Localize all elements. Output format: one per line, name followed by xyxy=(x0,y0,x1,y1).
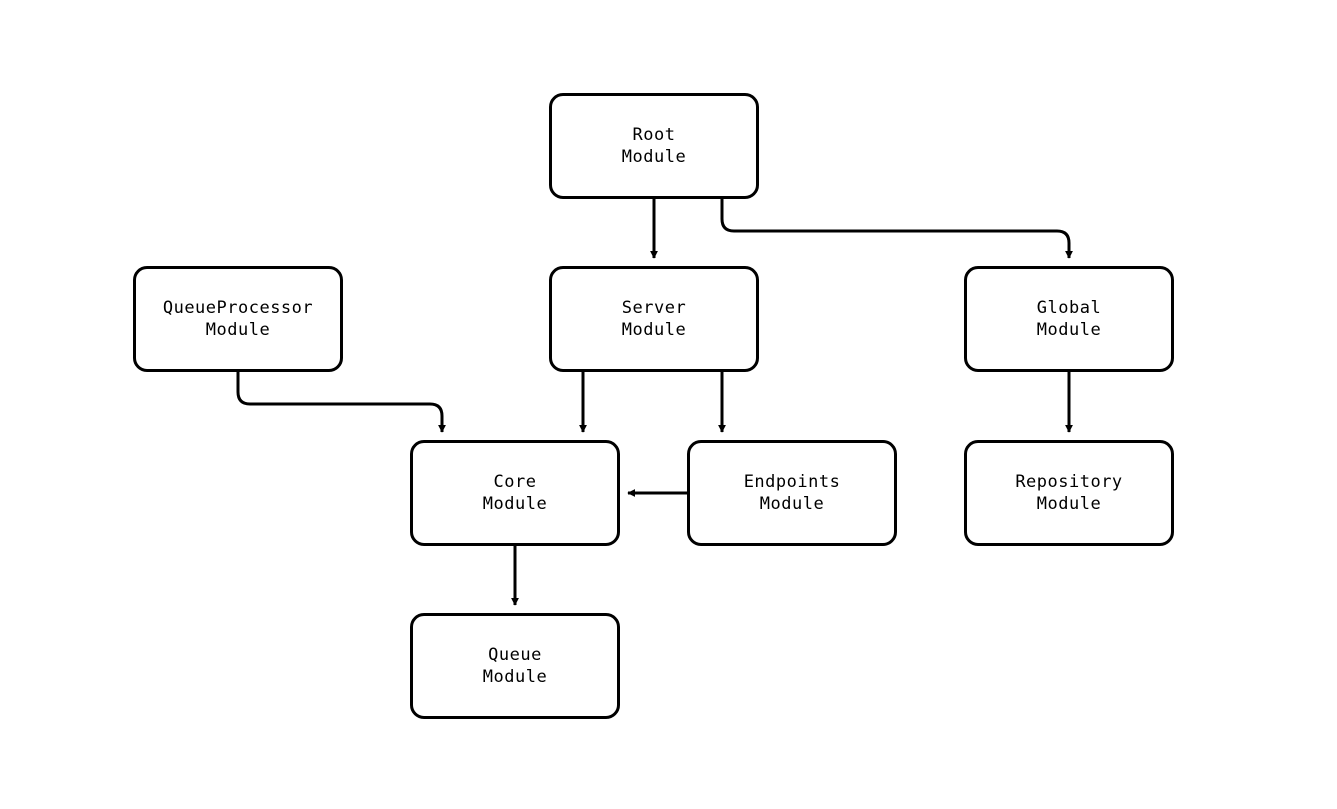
node-queueprocessor[interactable]: QueueProcessor Module xyxy=(133,266,343,372)
node-label-endpoints: Endpoints Module xyxy=(743,472,841,514)
node-repository[interactable]: Repository Module xyxy=(964,440,1174,546)
node-root[interactable]: Root Module xyxy=(549,93,759,199)
node-label-core: Core Module xyxy=(482,472,548,514)
node-label-root: Root Module xyxy=(621,125,687,167)
edge-root-to-global xyxy=(720,199,1073,259)
node-label-global: Global Module xyxy=(1036,298,1102,340)
edge-queueprocessor-to-core xyxy=(236,372,446,433)
node-endpoints[interactable]: Endpoints Module xyxy=(687,440,897,546)
node-global[interactable]: Global Module xyxy=(964,266,1174,372)
node-core[interactable]: Core Module xyxy=(410,440,620,546)
node-label-server: Server Module xyxy=(621,298,687,340)
node-label-repository: Repository Module xyxy=(1015,472,1123,514)
node-label-queue: Queue Module xyxy=(482,645,548,687)
node-label-queueprocessor: QueueProcessor Module xyxy=(162,298,314,340)
node-server[interactable]: Server Module xyxy=(549,266,759,372)
node-queue[interactable]: Queue Module xyxy=(410,613,620,719)
